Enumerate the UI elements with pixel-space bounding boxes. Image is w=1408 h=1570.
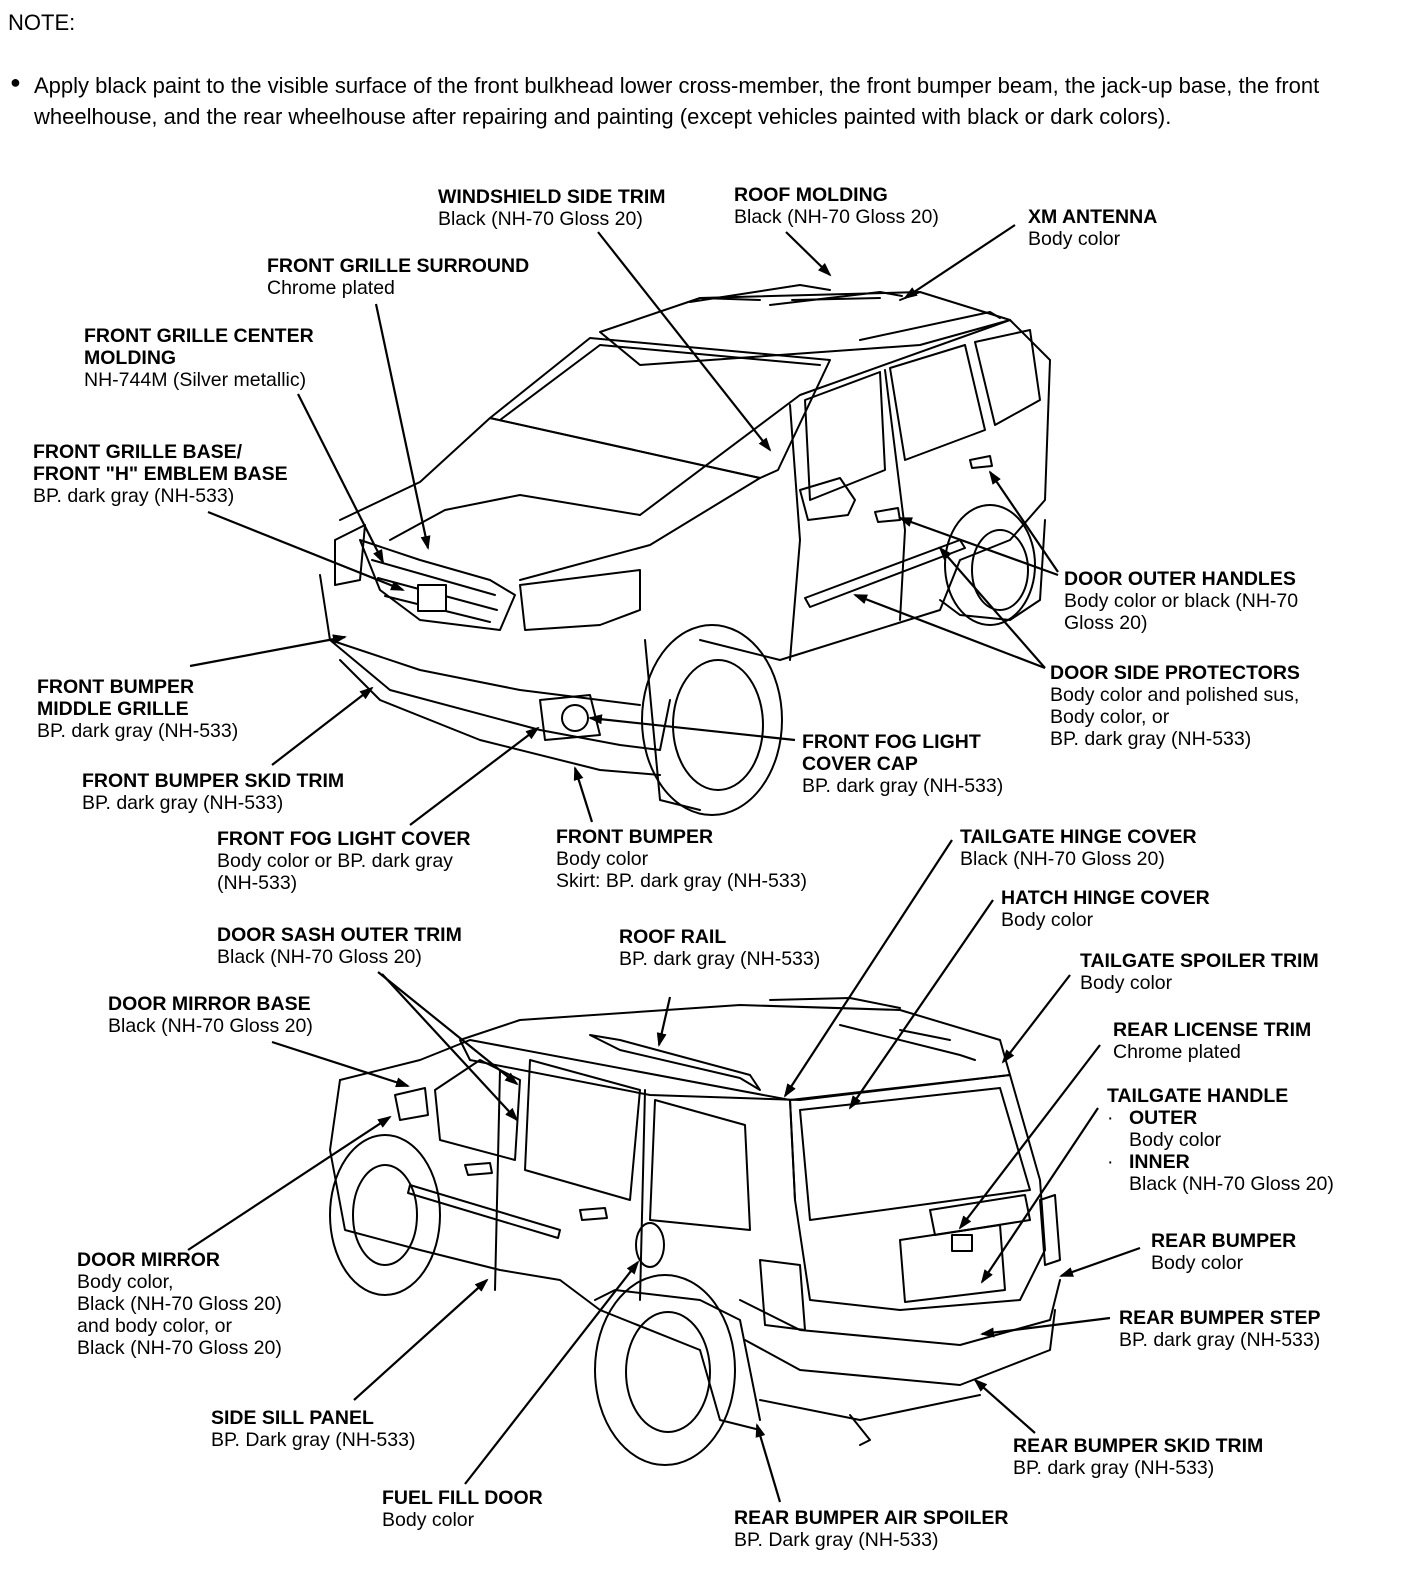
label-tailgate-spoiler-trim: TAILGATE SPOILER TRIM Body color xyxy=(1080,950,1319,994)
leader-door-handle-2 xyxy=(898,516,1059,577)
leader-door-handle-1 xyxy=(988,470,1059,573)
label-rear-bumper-step: REAR BUMPER STEP BP. dark gray (NH-533) xyxy=(1119,1307,1321,1351)
label-front-fog-light-cover: FRONT FOG LIGHT COVER Body color or BP. … xyxy=(217,828,471,894)
label-door-mirror-base: DOOR MIRROR BASE Black (NH-70 Gloss 20) xyxy=(108,993,313,1037)
leader-front-bumper xyxy=(573,766,594,823)
bullet-icon: ● xyxy=(10,72,21,92)
label-front-grille-surround: FRONT GRILLE SURROUND Chrome plated xyxy=(267,255,530,299)
note-text: Apply black paint to the visible surface… xyxy=(34,73,1320,129)
label-front-fog-light-cover-cap: FRONT FOG LIGHT COVER CAP BP. dark gray … xyxy=(802,731,1004,797)
label-rear-license-trim: REAR LICENSE TRIM Chrome plated xyxy=(1113,1019,1312,1063)
label-door-sash-outer-trim: DOOR SASH OUTER TRIM Black (NH-70 Gloss … xyxy=(217,924,462,968)
leader-front-grille-center-molding xyxy=(297,393,384,564)
leader-front-bumper-middle-grille xyxy=(189,634,347,668)
label-front-grille-center-molding: FRONT GRILLE CENTER MOLDING NH-744M (Sil… xyxy=(84,325,314,391)
leader-tailgate-hinge-cover xyxy=(783,839,953,1098)
leader-rear-license-trim xyxy=(958,1044,1101,1230)
leader-hatch-hinge-cover xyxy=(848,899,994,1110)
leader-front-fog-light-cover xyxy=(409,726,540,826)
label-rear-bumper-skid-trim: REAR BUMPER SKID TRIM BP. dark gray (NH-… xyxy=(1013,1435,1264,1479)
leader-roof-rail xyxy=(656,996,672,1047)
label-roof-rail: ROOF RAIL BP. dark gray (NH-533) xyxy=(619,926,821,970)
label-front-grille-base: FRONT GRILLE BASE/ FRONT "H" EMBLEM BASE… xyxy=(33,441,288,507)
label-fuel-fill-door: FUEL FILL DOOR Body color xyxy=(382,1487,543,1531)
front-vehicle-drawing xyxy=(319,284,1051,816)
leader-front-grille-surround xyxy=(374,303,431,550)
label-front-bumper: FRONT BUMPER Body color Skirt: BP. dark … xyxy=(556,826,808,892)
leader-front-grille-base xyxy=(207,510,405,592)
leader-rear-bumper-skid-trim xyxy=(973,1378,1036,1434)
leader-lines xyxy=(187,224,1141,1503)
leader-rear-bumper-step xyxy=(980,1316,1111,1338)
leader-fuel-fill-door xyxy=(464,1260,640,1485)
label-door-mirror: DOOR MIRROR Body color, Black (NH-70 Glo… xyxy=(77,1249,282,1359)
leader-tailgate-handle xyxy=(980,1107,1099,1284)
label-roof-molding: ROOF MOLDING Black (NH-70 Gloss 20) xyxy=(734,184,939,228)
label-door-side-protectors: DOOR SIDE PROTECTORS Body color and poli… xyxy=(1050,662,1300,750)
label-xm-antenna: XM ANTENNA Body color xyxy=(1028,206,1158,250)
leader-xm-antenna xyxy=(903,224,1016,300)
leader-side-sill-panel xyxy=(353,1278,489,1401)
leader-front-bumper-skid-trim xyxy=(271,686,374,766)
label-hatch-hinge-cover: HATCH HINGE COVER Body color xyxy=(1001,887,1210,931)
leader-door-mirror xyxy=(187,1115,392,1251)
leader-tailgate-spoiler-trim xyxy=(1001,974,1071,1064)
label-side-sill-panel: SIDE SILL PANEL BP. Dark gray (NH-533) xyxy=(211,1407,416,1451)
leader-door-sash-1 xyxy=(377,971,519,1086)
leader-rear-bumper xyxy=(1059,1246,1141,1278)
leader-door-mirror-base xyxy=(271,1040,410,1088)
leader-front-fog-light-cover-cap xyxy=(588,714,796,742)
leader-door-protector-1 xyxy=(938,546,1046,669)
leader-door-protector-2 xyxy=(853,593,1046,670)
label-door-outer-handles: DOOR OUTER HANDLES Body color or black (… xyxy=(1064,568,1299,634)
rear-vehicle-drawing xyxy=(329,997,1061,1466)
label-windshield-side-trim: WINDSHIELD SIDE TRIM Black (NH-70 Gloss … xyxy=(438,186,666,230)
leader-roof-molding xyxy=(785,231,832,277)
leader-rear-bumper-air-spoiler xyxy=(755,1423,782,1503)
label-rear-bumper: REAR BUMPER Body color xyxy=(1151,1230,1297,1274)
label-tailgate-hinge-cover: TAILGATE HINGE COVER Black (NH-70 Gloss … xyxy=(960,826,1197,870)
note-title: NOTE: xyxy=(8,10,76,35)
label-front-bumper-skid-trim: FRONT BUMPER SKID TRIM BP. dark gray (NH… xyxy=(82,770,345,814)
leader-door-sash-2 xyxy=(381,973,519,1122)
label-tailgate-handle: TAILGATE HANDLE ·OUTER Body color ·INNER… xyxy=(1107,1085,1334,1195)
label-front-bumper-middle-grille: FRONT BUMPER MIDDLE GRILLE BP. dark gray… xyxy=(37,676,239,742)
leader-windshield-side-trim xyxy=(597,231,772,452)
label-rear-bumper-air-spoiler: REAR BUMPER AIR SPOILER BP. Dark gray (N… xyxy=(734,1507,1009,1551)
